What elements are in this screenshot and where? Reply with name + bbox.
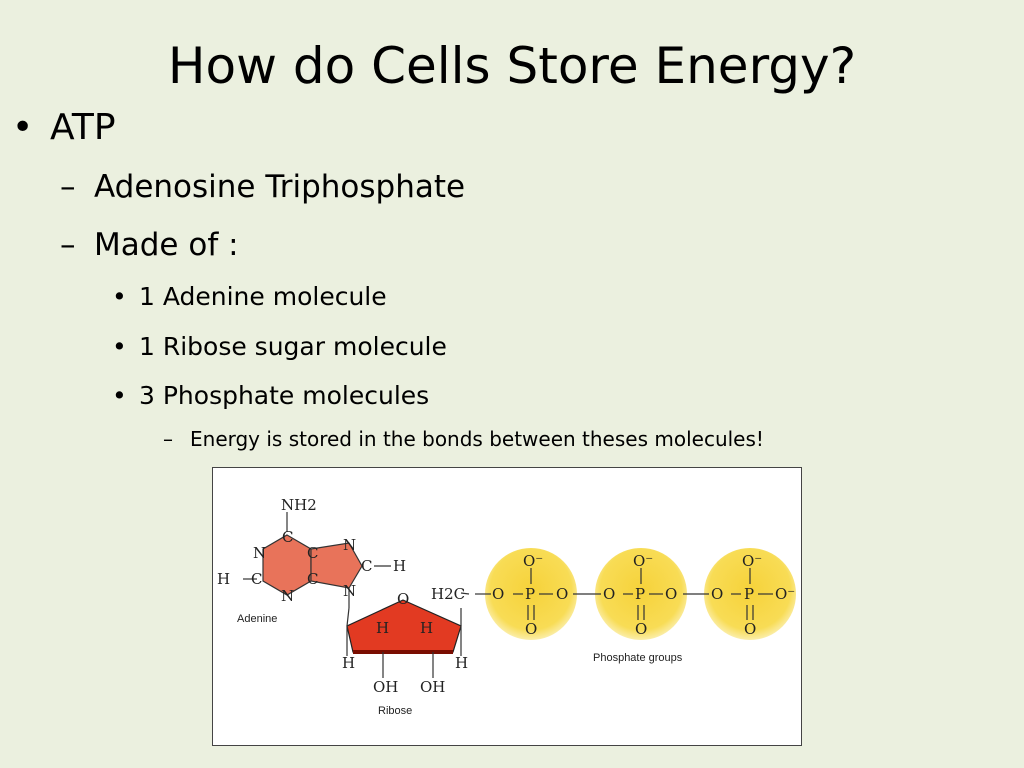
atom-h-ribose-4: H	[455, 654, 468, 672]
item-ribose-text: 1 Ribose sugar molecule	[139, 332, 447, 361]
atom-o-double-1: O	[525, 620, 537, 638]
atom-h-left: H	[217, 570, 230, 588]
phosphate-circle-2	[595, 548, 687, 640]
atom-h-ribose-1: H	[376, 619, 389, 637]
item-phosphate-text: 3 Phosphate molecules	[139, 381, 430, 410]
label-ribose: Ribose	[378, 705, 412, 717]
atom-h-ribose-3: H	[342, 654, 355, 672]
bullet-marker: •	[112, 332, 127, 361]
atom-oh-2: OH	[420, 678, 445, 696]
energy-note-text: Energy is stored in the bonds between th…	[190, 427, 764, 451]
atom-nh2: NH2	[281, 496, 317, 514]
atom-o-bridge-3: O	[603, 585, 615, 603]
label-phosphate-groups: Phosphate groups	[593, 652, 683, 664]
atom-o-bridge-4: O	[665, 585, 677, 603]
atom-o-minus-3: O⁻	[742, 552, 762, 570]
atom-o-bridge-1: O	[492, 585, 504, 603]
bullet-atp-text: ATP	[50, 107, 116, 148]
phosphate-circle-1	[485, 548, 577, 640]
dash-marker: –	[60, 227, 76, 263]
item-phosphate-molecules: • 3 Phosphate molecules	[112, 379, 429, 413]
atom-h-five: H	[393, 557, 406, 575]
atom-c-left: C	[251, 570, 262, 588]
atom-h-ribose-2: H	[420, 619, 433, 637]
atom-o-ribose: O	[397, 590, 409, 608]
atom-p-3: P	[744, 585, 754, 603]
atp-structure-svg: NH2 C N C N C H H C C N N Adenine O H H …	[217, 496, 796, 717]
molecule-bonds	[243, 512, 773, 678]
atom-c-five: C	[361, 557, 372, 575]
subbullet-adenosine: –Adenosine Triphosphate	[60, 167, 465, 207]
item-ribose-molecule: • 1 Ribose sugar molecule	[112, 330, 447, 364]
atp-structure-diagram: NH2 C N C N C H H C C N N Adenine O H H …	[212, 467, 802, 746]
atom-o-double-3: O	[744, 620, 756, 638]
label-adenine: Adenine	[237, 613, 277, 625]
energy-note: –Energy is stored in the bonds between t…	[163, 424, 764, 454]
subbullet-adenosine-text: Adenosine Triphosphate	[94, 169, 466, 205]
subbullet-made-of-text: Made of :	[94, 227, 239, 263]
atom-o-minus-1: O⁻	[523, 552, 543, 570]
subbullet-made-of: –Made of :	[60, 225, 239, 265]
item-adenine-molecule: • 1 Adenine molecule	[112, 280, 387, 314]
bullet-marker: •	[112, 381, 127, 410]
atom-p-1: P	[525, 585, 535, 603]
atom-c-mid-top: C	[307, 544, 318, 562]
slide-title: How do Cells Store Energy?	[167, 37, 857, 95]
atom-o-bridge-2: O	[556, 585, 568, 603]
atom-c-top: C	[282, 528, 293, 546]
bullet-marker: •	[112, 282, 127, 311]
dash-marker: –	[60, 169, 76, 205]
atom-n-glycosidic: N	[343, 582, 356, 600]
atom-c-mid-bottom: C	[307, 570, 318, 588]
atom-oh-1: OH	[373, 678, 398, 696]
atom-h2c: H2C	[431, 585, 465, 603]
item-adenine-text: 1 Adenine molecule	[139, 282, 387, 311]
atom-n-five: N	[343, 536, 356, 554]
atom-o-double-2: O	[635, 620, 647, 638]
atom-n-left: N	[253, 544, 266, 562]
dash-marker: –	[163, 427, 173, 451]
adenine-five-ring	[310, 542, 363, 589]
atom-o-bridge-5: O	[711, 585, 723, 603]
phosphate-circle-3	[704, 548, 796, 640]
bullet-atp: • ATP	[12, 105, 116, 151]
atom-o-minus-2: O⁻	[633, 552, 653, 570]
atom-p-2: P	[635, 585, 645, 603]
atom-n-bottom: N	[281, 587, 294, 605]
atom-o-terminal: O⁻	[775, 585, 795, 603]
bullet-marker: •	[12, 107, 34, 148]
